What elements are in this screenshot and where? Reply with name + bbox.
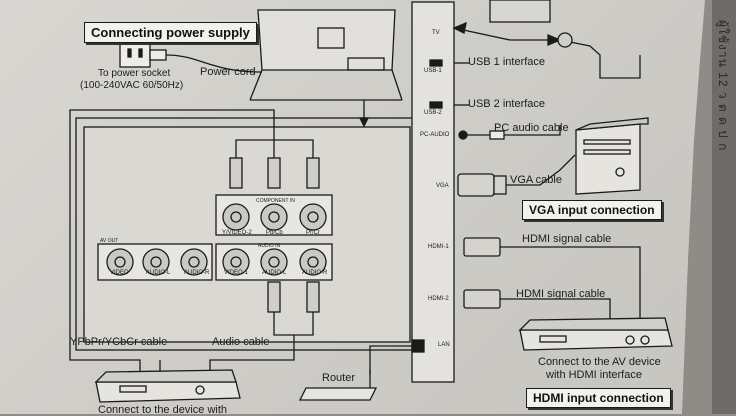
av-device-label-2: with HDMI interface <box>546 369 642 381</box>
rca-plugs-top <box>229 157 320 189</box>
pc-audio-port-label: PC-AUDIO <box>420 132 450 138</box>
av-device-label-1: Connect to the AV device <box>538 356 661 368</box>
av-player-left-icon <box>94 369 241 403</box>
component-in-label: COMPONENT IN <box>256 198 295 204</box>
hdmi1-label: HDMI signal cable <box>522 233 612 245</box>
jack-pb-label: Pb/Cb <box>266 230 283 236</box>
audio-in-label: AUDIO IN <box>258 243 281 249</box>
jack-audio-r-label: AUDIO-R <box>184 270 210 276</box>
usb1-label: USB 1 interface <box>468 56 546 68</box>
power-socket-icon <box>119 42 263 73</box>
vga-cable-label: VGA cable <box>510 174 562 186</box>
hdmi-section-title: HDMI input connection <box>526 388 671 408</box>
power-cord-label: Power cord <box>200 66 256 78</box>
hdmi-plug-2-icon <box>463 289 501 309</box>
rca-plugs-bottom <box>267 281 320 313</box>
lan-port-label: LAN <box>438 342 450 348</box>
audio-cable-label: Audio cable <box>212 336 270 348</box>
pc-tower-icon <box>575 117 649 195</box>
vga-section-title: VGA input connection <box>522 200 662 220</box>
vga-connector-icon <box>457 173 495 197</box>
usb2-label: USB 2 interface <box>468 98 546 110</box>
router-icon <box>298 370 378 401</box>
jack-video-label: VIDEO <box>110 270 129 276</box>
power-section-title: Connecting power supply <box>84 22 257 43</box>
hdmi2-port-label: HDMI-2 <box>428 296 449 302</box>
usb1-port-label: USB-1 <box>424 68 442 74</box>
hdmi-plug-1-icon <box>463 237 501 257</box>
socket-label-1: To power socket <box>98 68 171 79</box>
hdmi2-label: HDMI signal cable <box>516 288 606 300</box>
jack-audio-l2-label: AUDIO-L <box>262 270 287 276</box>
connector-strip <box>411 1 455 383</box>
ypbpr-cable-label: YPbPr/YCbCr cable <box>70 336 168 348</box>
jack-y-label: Y/VIDEO-2 <box>222 230 252 236</box>
tv-port-label: TV <box>432 30 440 36</box>
jack-audio-r2-label: AUDIO-R <box>302 270 328 276</box>
jack-video1-label: VIDEO-1 <box>224 270 249 276</box>
margin-strip: ผู้ใช้งาน 12 ว ต ด ป ก <box>712 0 736 414</box>
router-label: Router <box>322 372 356 384</box>
jack-pr-label: Pr/Cr <box>306 230 320 236</box>
margin-handwriting: ผู้ใช้งาน 12 ว ต ด ป ก <box>716 20 730 152</box>
connect-bottom-label: Connect to the device with <box>98 404 228 416</box>
vga-port-label: VGA <box>436 183 449 189</box>
usb2-port-label: USB-2 <box>424 110 442 116</box>
tv-rear-icon <box>249 9 403 101</box>
jack-audio-l-label: AUDIO-L <box>146 270 171 276</box>
socket-label-2: (100-240VAC 60/50Hz) <box>80 80 184 91</box>
av-player-right-icon <box>518 317 673 351</box>
pc-audio-label: PC audio cable <box>494 122 569 134</box>
hdmi1-port-label: HDMI-1 <box>428 244 449 250</box>
av-out-label: AV OUT <box>100 238 119 244</box>
